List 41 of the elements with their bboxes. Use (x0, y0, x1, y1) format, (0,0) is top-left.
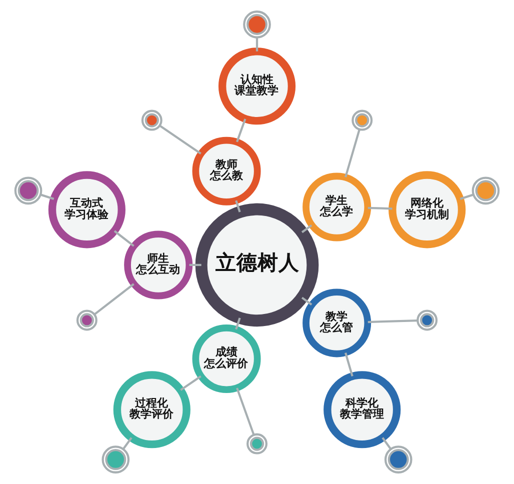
node-circle (472, 176, 500, 205)
connector (159, 124, 202, 155)
node-circle: 成绩怎么评价 (192, 324, 261, 394)
connector (94, 283, 134, 316)
node-circle (102, 446, 130, 474)
node-circle: 科学化教学管理 (324, 371, 401, 448)
node-circle: 学生怎么学 (302, 172, 372, 242)
connector (382, 437, 392, 450)
connector (236, 388, 255, 436)
connector (368, 206, 392, 210)
node-circle: 教师怎么教 (192, 136, 261, 206)
node-circle: 认知性课堂教学 (218, 48, 296, 125)
connector (122, 437, 132, 450)
connector (301, 296, 312, 306)
node-circle (141, 110, 162, 131)
connector (301, 224, 312, 234)
connector (180, 375, 202, 391)
connector (235, 318, 241, 330)
connector (235, 200, 241, 212)
node-circle: 立德树人 (195, 203, 319, 327)
connector (40, 194, 54, 200)
node-circle (14, 176, 42, 205)
node-circle: 互动式学习体验 (48, 171, 126, 248)
node-circle (384, 446, 412, 474)
connector (368, 319, 418, 324)
connector (189, 264, 202, 266)
connector (256, 38, 258, 52)
connector (344, 129, 360, 178)
node-circle (352, 110, 373, 131)
node-circle (416, 310, 438, 331)
node-circle: 师生怎么互动 (124, 230, 193, 300)
node-circle: 过程化教学评价 (113, 371, 190, 448)
node-circle (246, 433, 268, 454)
node-circle (76, 310, 98, 331)
node-circle (243, 10, 271, 38)
connector (344, 352, 354, 376)
node-circle: 教学怎么管 (302, 288, 372, 358)
node-circle: 网络化学习机制 (388, 171, 466, 248)
connector (114, 230, 134, 247)
connector (236, 118, 246, 142)
connector (460, 194, 474, 200)
